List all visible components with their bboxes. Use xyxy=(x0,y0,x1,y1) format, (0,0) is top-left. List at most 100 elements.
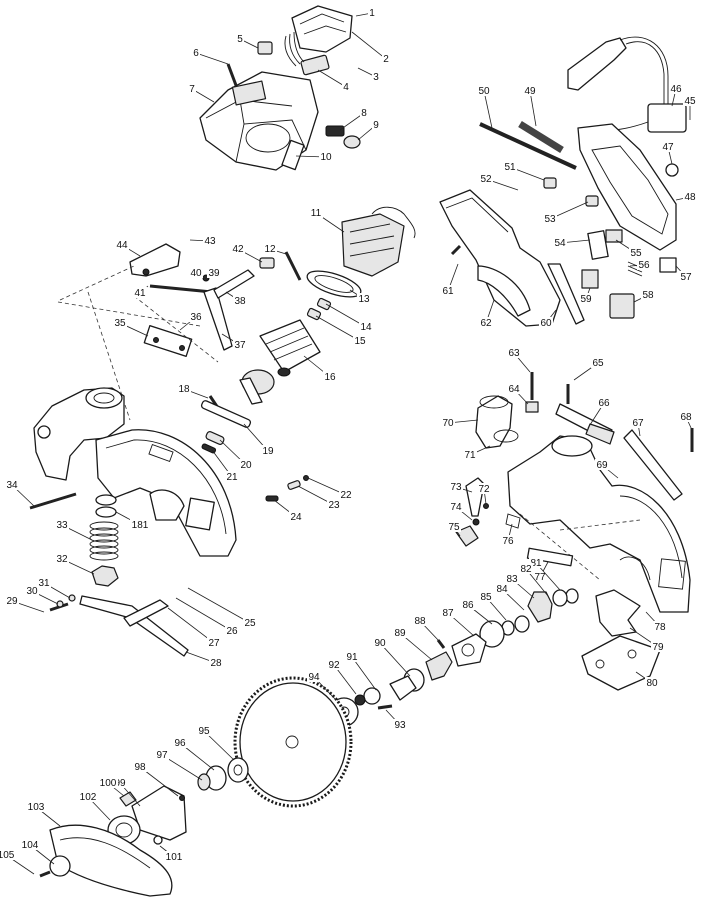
part-number-label: 32 xyxy=(56,554,68,565)
part-number-label: 89 xyxy=(394,628,406,639)
leader-line xyxy=(483,90,493,129)
label-background xyxy=(651,641,665,652)
label-background xyxy=(25,585,39,596)
part-number-label: 181 xyxy=(132,520,149,531)
part-number-label: 91 xyxy=(346,652,358,663)
label-background xyxy=(441,417,455,428)
bearing xyxy=(343,135,361,149)
label-background xyxy=(533,571,547,582)
label-background xyxy=(479,173,493,184)
leader-line xyxy=(351,656,377,691)
part-number-label: 76 xyxy=(502,536,514,547)
label-background xyxy=(203,235,217,246)
part-number-label: 45 xyxy=(684,96,696,107)
label-background xyxy=(477,483,491,494)
part-number-label: 105 xyxy=(0,850,15,861)
label-background xyxy=(289,511,303,522)
label-background xyxy=(133,287,147,298)
label-background xyxy=(164,851,184,862)
part-number-label: 93 xyxy=(394,720,406,731)
label-background xyxy=(345,651,359,662)
part-number-label: 68 xyxy=(680,412,692,423)
part-number-label: 88 xyxy=(414,616,426,627)
part-number-label: 36 xyxy=(190,312,202,323)
label-background xyxy=(529,557,543,568)
part-number-label: 7 xyxy=(189,84,195,95)
part-number-label: 27 xyxy=(208,638,220,649)
label-background xyxy=(413,615,427,626)
part-number-label: 63 xyxy=(508,348,520,359)
part-number-label: 57 xyxy=(680,272,692,283)
label-plate xyxy=(526,547,574,567)
part-number-label: 40 xyxy=(190,268,202,279)
part-number-label: 65 xyxy=(592,358,604,369)
label-background xyxy=(661,141,675,152)
part-number-label: 33 xyxy=(56,520,68,531)
part-number-label: 38 xyxy=(234,296,246,307)
leader-line xyxy=(315,315,361,342)
lower-guard-group xyxy=(39,757,249,897)
label-background xyxy=(393,719,407,730)
part-number-label: 67 xyxy=(632,418,644,429)
rod-50 xyxy=(479,122,577,170)
part-number-label: 31 xyxy=(38,578,50,589)
part-number-label: 75 xyxy=(448,522,460,533)
part-number-label: 84 xyxy=(496,584,508,595)
part-number-label: 47 xyxy=(662,142,674,153)
part-number-label: 101 xyxy=(166,852,183,863)
label-background xyxy=(495,583,509,594)
part-number-label: 34 xyxy=(6,480,18,491)
part-number-label: 99 xyxy=(114,778,126,789)
label-background xyxy=(463,449,477,460)
handle-group xyxy=(439,36,687,327)
label-background xyxy=(20,839,40,850)
label-background xyxy=(645,677,659,688)
armature xyxy=(239,319,321,405)
label-background xyxy=(225,625,239,636)
label-background xyxy=(441,607,455,618)
part-number-label: 81 xyxy=(530,558,542,569)
part-number-label: 53 xyxy=(544,214,556,225)
label-background xyxy=(37,577,51,588)
label-background xyxy=(239,459,253,470)
shaft xyxy=(29,492,77,510)
label-background xyxy=(357,293,371,304)
label-background xyxy=(641,289,655,300)
label-background xyxy=(679,411,693,422)
saw-blade xyxy=(233,676,353,808)
part-number-label: 79 xyxy=(652,642,664,653)
label-background xyxy=(501,535,515,546)
handle-grip xyxy=(439,189,561,327)
label-background xyxy=(449,501,463,512)
part-number-label: 30 xyxy=(26,586,38,597)
part-number-label: 23 xyxy=(328,500,340,511)
label-background xyxy=(5,479,19,490)
label-background xyxy=(523,85,537,96)
part-number-label: 87 xyxy=(442,608,454,619)
part-number-label: 61 xyxy=(442,286,454,297)
label-background xyxy=(177,383,191,394)
part-number-label: 9 xyxy=(373,120,379,131)
part-number-label: 4 xyxy=(343,82,349,93)
part-number-label: 21 xyxy=(226,472,238,483)
trigger-rod xyxy=(547,263,585,325)
label-background xyxy=(0,849,16,860)
part-number-label: 12 xyxy=(264,244,276,255)
part-number-label: 85 xyxy=(480,592,492,603)
label-background xyxy=(591,357,605,368)
small-parts-left xyxy=(200,395,309,502)
leader-line xyxy=(379,642,411,677)
part-number-label: 86 xyxy=(462,600,474,611)
label-background xyxy=(78,791,98,802)
label-background xyxy=(503,161,517,172)
brush-cap xyxy=(257,41,273,55)
label-background xyxy=(233,295,247,306)
label-background xyxy=(368,7,376,18)
label-background xyxy=(372,119,380,130)
label-background xyxy=(243,617,257,628)
part-number-label: 98 xyxy=(134,762,146,773)
label-background xyxy=(113,317,127,328)
part-number-label: 66 xyxy=(598,398,610,409)
gear-housing xyxy=(507,435,691,613)
carbon-brush xyxy=(325,125,345,137)
